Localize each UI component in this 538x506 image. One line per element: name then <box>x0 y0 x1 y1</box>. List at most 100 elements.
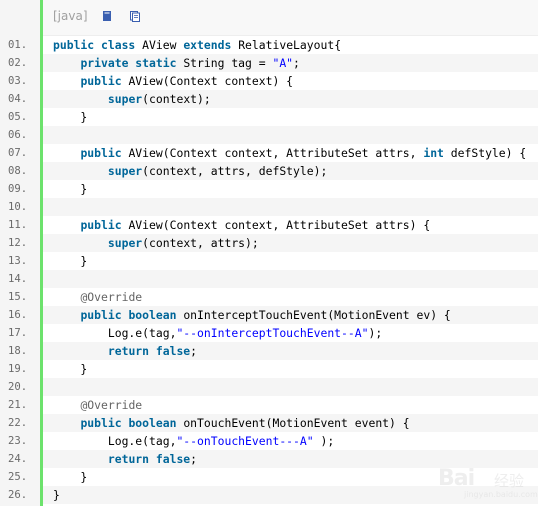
code-line-content: } <box>43 108 538 126</box>
code-token: @Override <box>80 290 143 304</box>
code-token: AView(Context context) { <box>128 74 294 88</box>
code-token: super <box>107 92 143 106</box>
code-token: public class <box>53 38 143 52</box>
code-token: onTouchEvent(MotionEvent event) { <box>183 416 410 430</box>
line-number: 08. <box>8 165 28 177</box>
code-token <box>53 92 108 106</box>
line-number: 19. <box>8 363 28 375</box>
copy-icon[interactable] <box>129 10 141 22</box>
code-line: 13. } <box>0 252 538 270</box>
line-number: 07. <box>8 147 28 159</box>
code-token: "--onInterceptTouchEvent--A" <box>176 326 369 340</box>
code-token <box>53 74 80 88</box>
code-line-content <box>43 198 538 216</box>
code-token: public boolean <box>80 416 184 430</box>
code-token: return false <box>107 452 191 466</box>
code-token: ; <box>190 452 198 466</box>
code-line: 14. <box>0 270 538 288</box>
code-token: @Override <box>80 398 143 412</box>
code-token: } <box>53 470 88 484</box>
code-token: public <box>80 146 129 160</box>
code-line: 11. public AView(Context context, Attrib… <box>0 216 538 234</box>
code-line-content: return false; <box>43 450 538 468</box>
line-number: 25. <box>8 471 28 483</box>
view-source-icon[interactable] <box>101 10 113 22</box>
code-token: ); <box>313 434 335 448</box>
code-token: ; <box>190 344 198 358</box>
code-line: 03. public AView(Context context) { <box>0 72 538 90</box>
code-line: 15. @Override <box>0 288 538 306</box>
code-token: "--onTouchEvent---A" <box>176 434 314 448</box>
code-token: defStyle) { <box>450 146 527 160</box>
line-number: 18. <box>8 345 28 357</box>
code-line-content <box>43 126 538 144</box>
line-number: 21. <box>8 399 28 411</box>
code-line-content <box>43 378 538 396</box>
code-line: 18. return false; <box>0 342 538 360</box>
code-line: 19. } <box>0 360 538 378</box>
line-number: 22. <box>8 417 28 429</box>
code-token: (context, attrs); <box>142 236 259 250</box>
code-line-content: private static String tag = "A"; <box>43 54 538 72</box>
code-token <box>53 164 108 178</box>
code-line: 17. Log.e(tag,"--onInterceptTouchEvent--… <box>0 324 538 342</box>
code-line: 09. } <box>0 180 538 198</box>
code-token: } <box>53 488 60 502</box>
line-number: 24. <box>8 453 28 465</box>
code-toolbar: [java] <box>43 0 538 36</box>
watermark-suffix: 经验 <box>494 472 525 490</box>
line-number: 10. <box>8 201 28 213</box>
code-line-content: } <box>43 486 538 504</box>
code-token <box>53 308 80 322</box>
line-number: 14. <box>8 273 28 285</box>
watermark-url: jingyan.baidu.com <box>464 490 538 499</box>
code-token: String tag = <box>183 56 273 70</box>
code-line-content: } <box>43 252 538 270</box>
line-number: 15. <box>8 291 28 303</box>
code-line: 02. private static String tag = "A"; <box>0 54 538 72</box>
gutter-divider <box>40 0 43 506</box>
code-line: 16. public boolean onInterceptTouchEvent… <box>0 306 538 324</box>
code-token: return false <box>107 344 191 358</box>
code-token: extends <box>183 38 239 52</box>
line-number: 13. <box>8 255 28 267</box>
code-line: 06. <box>0 126 538 144</box>
code-token: } <box>53 182 88 196</box>
code-token: int <box>423 146 451 160</box>
code-line-content <box>43 270 538 288</box>
code-line: 21. @Override <box>0 396 538 414</box>
code-line-content: } <box>43 468 538 486</box>
code-line: 07. public AView(Context context, Attrib… <box>0 144 538 162</box>
line-number-gutter <box>0 0 40 506</box>
code-line-content: @Override <box>43 288 538 306</box>
language-label: [java] <box>53 9 88 23</box>
line-number: 12. <box>8 237 28 249</box>
code-line-content: public boolean onTouchEvent(MotionEvent … <box>43 414 538 432</box>
watermark-brand: Bai <box>438 466 475 491</box>
code-token: onInterceptTouchEvent(MotionEvent ev) { <box>183 308 451 322</box>
code-line: 20. <box>0 378 538 396</box>
code-line-content: Log.e(tag,"--onTouchEvent---A" ); <box>43 432 538 450</box>
code-line-content: } <box>43 180 538 198</box>
code-line: 04. super(context); <box>0 90 538 108</box>
code-token <box>53 452 108 466</box>
line-number: 16. <box>8 309 28 321</box>
line-number: 09. <box>8 183 28 195</box>
line-number: 17. <box>8 327 28 339</box>
code-token: AView(Context context, AttributeSet attr… <box>128 146 424 160</box>
code-line: 08. super(context, attrs, defStyle); <box>0 162 538 180</box>
code-line-content: Log.e(tag,"--onInterceptTouchEvent--A"); <box>43 324 538 342</box>
code-line: 10. <box>0 198 538 216</box>
line-number: 06. <box>8 129 28 141</box>
code-token <box>53 56 80 70</box>
code-line-content: public AView(Context context, AttributeS… <box>43 216 538 234</box>
code-line: 01.public class AView extends RelativeLa… <box>0 36 538 54</box>
code-token <box>53 344 108 358</box>
code-line: 23. Log.e(tag,"--onTouchEvent---A" ); <box>0 432 538 450</box>
code-line-content: super(context, attrs, defStyle); <box>43 162 538 180</box>
code-token: RelativeLayout{ <box>238 38 342 52</box>
line-number: 20. <box>8 381 28 393</box>
code-token: public boolean <box>80 308 184 322</box>
code-token: public <box>80 218 129 232</box>
code-line: 05. } <box>0 108 538 126</box>
